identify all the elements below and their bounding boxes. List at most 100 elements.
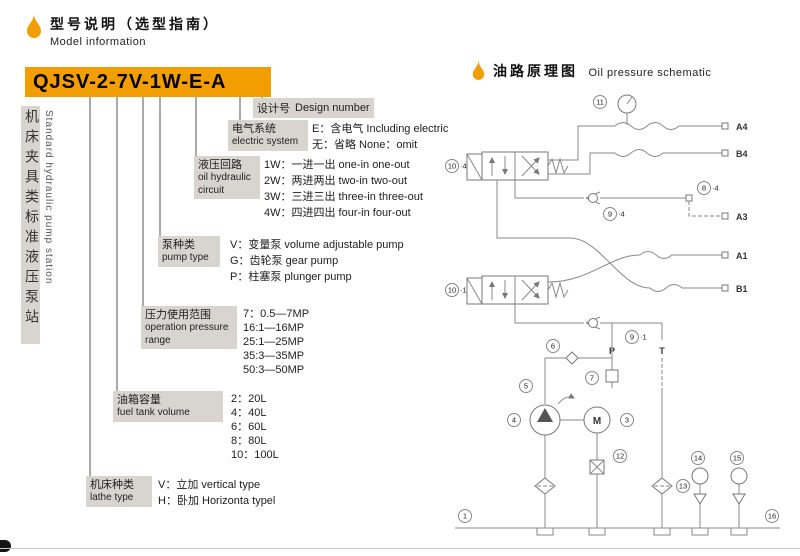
port-label-a3: A3 (736, 212, 748, 222)
port-square (721, 149, 729, 157)
component-tag-13: 13 (676, 479, 690, 493)
motor-circle: M (583, 406, 611, 434)
model-code-box: QJSV-2-7V-1W-E-A (25, 67, 271, 97)
legend-item: 3W：三进三出 three-in three-out (264, 191, 423, 203)
pump-circle (529, 404, 561, 436)
legend-item: 4W：四进四出 four-in four-out (264, 207, 411, 219)
component-tag-15: 15 (730, 451, 744, 465)
line-to-check-valve-lower (514, 304, 584, 324)
component-tag-9-1: 9 ·1 (625, 330, 647, 344)
svg-text:9: 9 (630, 333, 634, 342)
connector-lines (89, 97, 263, 477)
component-tag-1: 1 (458, 509, 472, 523)
inline-valve-6 (565, 351, 579, 365)
header-model-information: 型号说明（选型指南） Model information (26, 14, 220, 48)
legend-box-en: fuel tank volume (117, 407, 190, 419)
sidebar-title-zh: 机床夹具类标准液压泵站 (24, 109, 40, 329)
svg-text:3: 3 (625, 416, 629, 425)
hose-a1 (547, 251, 722, 283)
return-filter (651, 477, 673, 495)
suction-filter (534, 477, 556, 495)
legend-item: 7：0.5—7MP (243, 308, 310, 320)
legend-item: 16:1—16MP (243, 322, 305, 334)
tank-symbol (536, 528, 554, 536)
check-valve-upper (585, 191, 601, 205)
component-tag-14: 14 (691, 451, 705, 465)
svg-text:5: 5 (524, 382, 528, 391)
component-tag-7: 7 (585, 371, 599, 385)
component-tag-10-1: 10 ·1 (445, 283, 467, 297)
tank-symbol (730, 528, 748, 536)
legend-item: E：含电气 Including electric (312, 123, 449, 135)
motor-label: M (593, 416, 601, 427)
header-oil-schematic: 油路原理图 Oil pressure schematic (472, 60, 711, 82)
legend-items-pressure-range: 7：0.5—7MP 16:1—16MP 25:1—25MP 35:3—35MP … (243, 307, 309, 377)
hose-a4 (548, 122, 722, 161)
port-label-b4: B4 (736, 149, 748, 159)
pilot-line-a3 (688, 201, 722, 217)
hose-b4 (548, 149, 722, 175)
relief-unit-15 (730, 467, 748, 528)
legend-item: 2W：两进两出 two-in two-out (264, 175, 408, 187)
legend-box-zh: 机床种类 (90, 479, 134, 491)
legend-item: V：变量泵 volume adjustable pump (230, 239, 404, 251)
component-tag-9-4: 9 ·4 (603, 207, 625, 221)
legend-box-design-number: 设计号 Design number (253, 98, 374, 118)
legend-item: V：立加 vertical type (158, 479, 261, 491)
schematic-title-en: Oil pressure schematic (588, 67, 712, 79)
legend-items-lathe-type: V：立加 vertical type H：卧加 Horizonta typel (158, 477, 275, 509)
legend-box-en: Design number (295, 102, 370, 114)
port-square (721, 212, 729, 220)
port-label-b1: B1 (736, 284, 748, 294)
legend-item: 25:1—25MP (243, 336, 305, 348)
svg-text:·4: ·4 (618, 210, 625, 219)
sidebar-strip (21, 106, 40, 344)
legend-item: 10：100L (231, 449, 279, 461)
port-label-a1: A1 (736, 251, 748, 261)
legend-box-zh: 液压回路 (198, 159, 242, 171)
svg-text:13: 13 (679, 482, 687, 491)
legend-item: 无：省略 None：omit (312, 139, 418, 151)
legend-box-en: oil hydraulic circuit (198, 172, 251, 196)
directional-valve-upper (466, 151, 569, 181)
component-tag-10-4: 10 ·4 (445, 159, 467, 173)
drop-icon (472, 60, 485, 80)
relief-unit-14 (691, 467, 709, 528)
legend-item: H：卧加 Horizonta typel (158, 495, 276, 507)
svg-text:·1: ·1 (460, 286, 467, 295)
svg-text:7: 7 (590, 374, 594, 383)
port-square (685, 194, 693, 202)
page-title-zh: 型号说明（选型指南） (50, 16, 220, 32)
port-square (721, 122, 729, 130)
legend-box-hydraulic-circuit: 液压回路 oil hydraulic circuit (194, 156, 260, 200)
legend-item: 50:3—50MP (243, 364, 305, 376)
directional-valve-lower (466, 275, 569, 305)
svg-text:14: 14 (694, 454, 702, 463)
legend-box-pressure-range: 压力使用范围 operation pressure range (141, 306, 237, 350)
svg-text:11: 11 (596, 98, 604, 107)
legend-box-zh: 油箱容量 (117, 394, 161, 406)
legend-item: 1W：一进一出 one-in one-out (264, 159, 410, 171)
legend-box-zh: 压力使用范围 (145, 309, 211, 321)
inline-component-7 (605, 369, 619, 383)
port-square (721, 251, 729, 259)
legend-items-hydraulic-circuit: 1W：一进一出 one-in one-out 2W：两进两出 two-in tw… (264, 157, 423, 221)
component-tag-8-4: 8 ·4 (697, 181, 719, 195)
svg-text:10: 10 (448, 162, 456, 171)
component-tag-11: 11 (593, 95, 607, 109)
drop-icon (27, 14, 41, 38)
svg-text:·4: ·4 (460, 162, 467, 171)
schematic-title-zh: 油路原理图 (493, 63, 578, 79)
coupling-component-12 (589, 459, 605, 475)
check-valve-lower (585, 316, 601, 330)
legend-item: 2：20L (231, 393, 267, 405)
legend-item: P：柱塞泵 plunger pump (230, 271, 352, 283)
page-corner-mark (0, 540, 11, 552)
legend-box-zh: 电气系统 (232, 123, 276, 135)
tank-symbol (691, 528, 709, 536)
component-tag-5: 5 (519, 379, 533, 393)
legend-box-en: operation pressure range (145, 322, 229, 346)
port-square (721, 284, 729, 292)
legend-item: 4：40L (231, 407, 267, 419)
